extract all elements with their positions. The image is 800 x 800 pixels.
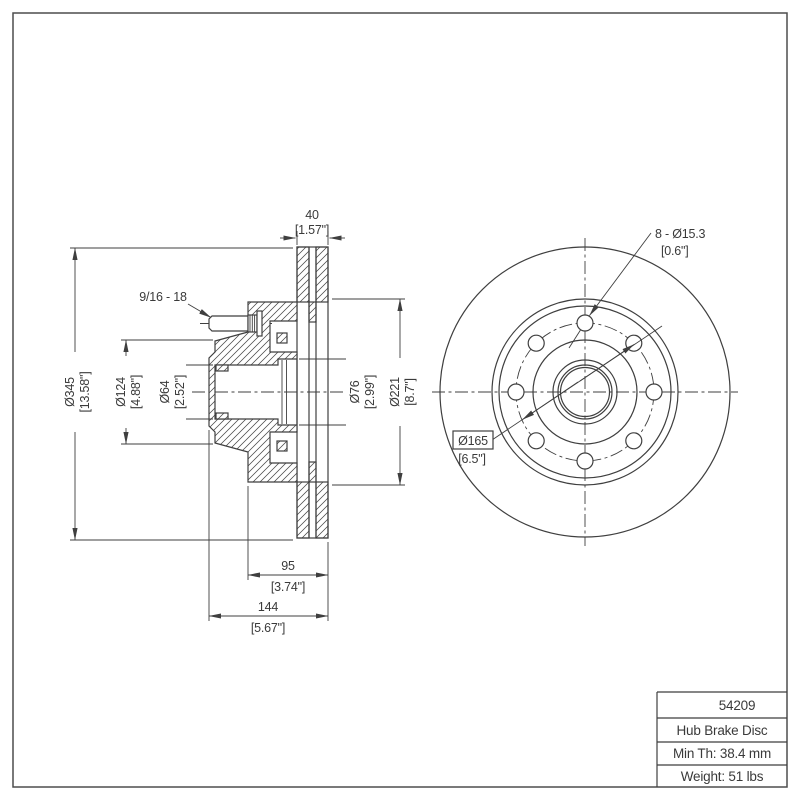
dim-outer-dia-in: [13.58"] bbox=[78, 371, 92, 412]
dim-bolt-holes-in: [0.6"] bbox=[661, 244, 689, 258]
dim-mount-offset-in: [3.74"] bbox=[271, 580, 305, 594]
front-view: 8 - Ø15.3 [0.6"] Ø165 [6.5"] bbox=[432, 227, 738, 546]
dim-outer-dia-mm: Ø345 bbox=[63, 377, 77, 407]
dim-shoulder-dia-in: [4.88"] bbox=[129, 375, 143, 409]
hub-section bbox=[208, 301, 298, 483]
part-name: Hub Brake Disc bbox=[677, 723, 768, 738]
bolt-holes-callout: 8 - Ø15.3 [0.6"] bbox=[568, 227, 706, 349]
dim-shoulder-dia-mm: Ø124 bbox=[114, 377, 128, 407]
dim-bolt-circle-mm: Ø165 bbox=[458, 434, 488, 448]
section-view: 40 [1.57"] 9/16 - 18 Ø345 [13.58"] Ø124 … bbox=[60, 208, 417, 635]
dim-stud-thread: 9/16 - 18 bbox=[139, 290, 187, 304]
bolt-circle-callout: Ø165 [6.5"] bbox=[452, 325, 663, 466]
dim-bolt-circle-in: [6.5"] bbox=[458, 452, 486, 466]
dim-bore-dia-in: [2.52"] bbox=[173, 375, 187, 409]
dim-overall-depth-mm: 144 bbox=[258, 600, 279, 614]
dim-race-dia-in: [2.99"] bbox=[363, 375, 377, 409]
rotor-section bbox=[296, 246, 329, 539]
part-number: 54209 bbox=[719, 698, 756, 713]
dim-bore-dia-mm: Ø64 bbox=[158, 380, 172, 403]
title-block: 54209 Hub Brake Disc Min Th: 38.4 mm Wei… bbox=[656, 691, 787, 787]
weight: Weight: 51 lbs bbox=[681, 769, 764, 784]
dim-overall-depth-in: [5.67"] bbox=[251, 621, 285, 635]
dim-mount-offset-mm: 95 bbox=[281, 559, 295, 573]
dim-disc-width-mm: 40 bbox=[305, 208, 319, 222]
min-thickness: Min Th: 38.4 mm bbox=[673, 746, 771, 761]
dim-bolt-holes-mm: 8 - Ø15.3 bbox=[655, 227, 706, 241]
dim-friction-dia-in: [8.7"] bbox=[403, 378, 417, 406]
bolt-circle-box bbox=[452, 430, 494, 450]
section-dimensions: 40 [1.57"] 9/16 - 18 Ø345 [13.58"] Ø124 … bbox=[60, 208, 417, 635]
dim-friction-dia-mm: Ø221 bbox=[388, 377, 402, 407]
wheel-stud bbox=[208, 310, 263, 337]
drawing-border bbox=[12, 12, 788, 788]
dim-race-dia-mm: Ø76 bbox=[348, 380, 362, 403]
dim-disc-width-in: [1.57"] bbox=[295, 223, 329, 237]
